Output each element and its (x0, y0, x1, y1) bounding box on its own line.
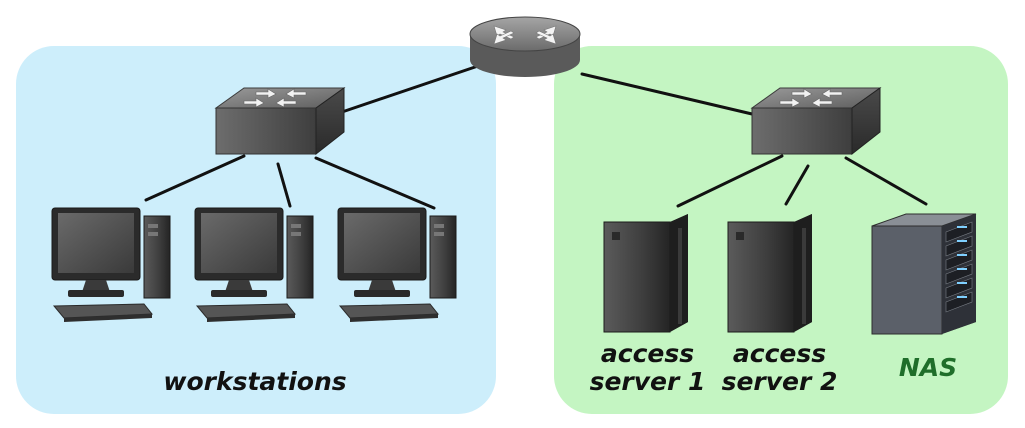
link-switch-server1 (676, 154, 784, 208)
connection-lines (144, 64, 928, 210)
workstations-label: workstations (163, 367, 347, 396)
link-switch-server2 (784, 164, 810, 206)
switch-icon (215, 87, 345, 155)
access-server-2-label-line1: access (732, 339, 827, 368)
access-server-1-label-line2: server 1 (589, 367, 706, 396)
access-server-1-label-line1: access (600, 339, 695, 368)
nas-server-icon (871, 213, 977, 335)
tower-server-icon (603, 213, 689, 333)
switch-icon (751, 87, 881, 155)
tower-server-icon (727, 213, 813, 333)
link-switch-nas (844, 156, 928, 206)
access-server-2-label: access server 2 (717, 340, 842, 396)
router-icon (469, 16, 581, 78)
link-switch-pc2 (276, 162, 292, 208)
link-switch-pc1 (144, 154, 246, 202)
access-server-2-label-line2: server 2 (721, 367, 838, 396)
link-switch-pc3 (314, 156, 436, 210)
link-router-switch-right (580, 72, 754, 116)
link-router-switch-left (340, 64, 480, 114)
access-server-1-label: access server 1 (585, 340, 710, 396)
nas-label: NAS (898, 353, 958, 382)
